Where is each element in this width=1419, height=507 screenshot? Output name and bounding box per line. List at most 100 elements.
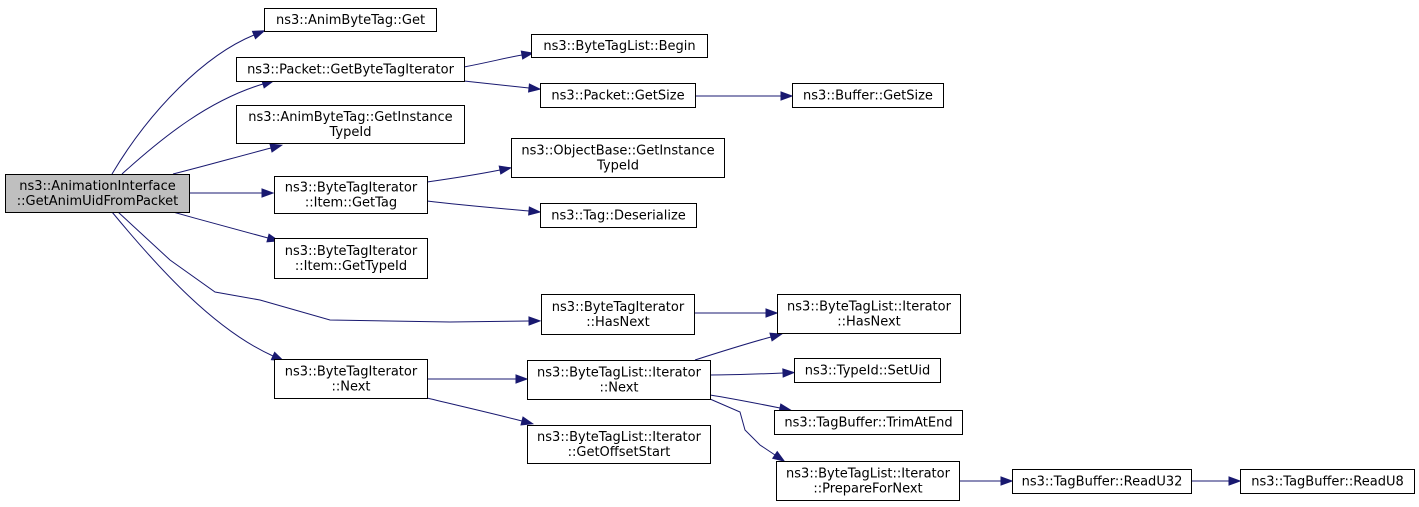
- node-bytetagiterator-item-gettypeid[interactable]: ns3::ByteTagIterator::Item::GetTypeId: [274, 238, 428, 279]
- node-bytetaglist-iterator-hasnext[interactable]: ns3::ByteTagList::Iterator::HasNext: [777, 294, 961, 334]
- node-box: [794, 358, 941, 383]
- edge-root-to-bytetagiterator-item-gettypeid: [172, 211, 281, 243]
- edge-tagbuffer-readu32-to-tagbuffer-readu8: [1191, 476, 1242, 486]
- node-bytetagiterator-hasnext[interactable]: ns3::ByteTagIterator::HasNext: [541, 294, 695, 335]
- edge-line: [172, 147, 272, 175]
- nodes-layer: ns3::AnimationInterface::GetAnimUidFromP…: [5, 8, 1415, 501]
- edge-root-to-bytetagiterator-item-gettag: [189, 188, 275, 198]
- node-label: ns3::ByteTagIterator: [285, 181, 418, 196]
- node-box: [236, 105, 465, 144]
- node-label: ::Next: [599, 381, 638, 396]
- node-label: ns3::Buffer::GetSize: [803, 89, 933, 104]
- node-box: [264, 8, 437, 32]
- edge-line: [426, 169, 501, 183]
- node-bytetaglist-iterator-getoffsetstart[interactable]: ns3::ByteTagList::Iterator::GetOffsetSta…: [527, 425, 711, 464]
- arrowhead-icon: [780, 91, 794, 101]
- node-label: ::HasNext: [837, 315, 901, 330]
- node-bytetaglist-begin[interactable]: ns3::ByteTagList::Begin: [531, 34, 708, 58]
- node-label: ns3::AnimationInterface: [19, 179, 176, 194]
- node-label: ns3::TagBuffer::ReadU32: [1022, 475, 1183, 490]
- edge-root-to-bytetagiterator-hasnext: [117, 211, 542, 326]
- node-box: [274, 359, 428, 399]
- node-box: [531, 34, 708, 58]
- node-box: [540, 203, 697, 228]
- edge-bytetagiterator-hasnext-to-bytetaglist-iterator-hasnext: [694, 308, 779, 318]
- node-bytetaglist-iterator-prepareforNext[interactable]: ns3::ByteTagList::Iterator::PrepareForNe…: [776, 461, 960, 501]
- node-bytetaglist-iterator-next[interactable]: ns3::ByteTagList::Iterator::Next: [527, 360, 711, 400]
- edges-layer: [111, 30, 1242, 486]
- node-label: ns3::ObjectBase::GetInstance: [521, 144, 714, 159]
- node-label: ::HasNext: [586, 315, 650, 330]
- node-box: [1240, 469, 1415, 494]
- node-label: ns3::TagBuffer::ReadU8: [1251, 475, 1404, 490]
- edge-line: [121, 83, 264, 175]
- node-packet-getbytetagiterator[interactable]: ns3::Packet::GetByteTagIterator: [236, 57, 465, 82]
- edge-bytetagiterator-item-gettag-to-objectbase-getinstancetypeid: [426, 165, 513, 183]
- node-box: [777, 294, 961, 334]
- node-packet-getsize[interactable]: ns3::Packet::GetSize: [540, 83, 696, 108]
- node-label: ns3::Packet::GetSize: [551, 89, 684, 104]
- arrowhead-icon: [269, 143, 284, 153]
- node-tagbuffer-readu32[interactable]: ns3::TagBuffer::ReadU32: [1012, 469, 1192, 494]
- node-tagbuffer-trimatend[interactable]: ns3::TagBuffer::TrimAtEnd: [774, 410, 963, 435]
- node-box: [527, 360, 711, 400]
- edge-bytetagiterator-next-to-bytetaglist-iterator-getoffsetstart: [426, 397, 535, 426]
- node-typeid-setuid[interactable]: ns3::TypeId::SetUid: [794, 358, 941, 383]
- arrowhead-icon: [261, 188, 275, 198]
- arrowhead-icon: [1228, 476, 1242, 486]
- node-buffer-getsize[interactable]: ns3::Buffer::GetSize: [792, 83, 944, 108]
- node-label: ns3::Tag::Deserialize: [551, 209, 686, 224]
- edge-line: [172, 211, 269, 239]
- node-box: [236, 57, 465, 82]
- node-tagbuffer-readu8[interactable]: ns3::TagBuffer::ReadU8: [1240, 469, 1415, 494]
- node-box: [1012, 469, 1192, 494]
- edge-line: [463, 54, 523, 68]
- arrowhead-icon: [528, 206, 542, 216]
- edge-bytetagiterator-item-gettag-to-tag-deserialize: [426, 200, 542, 216]
- node-box: [776, 461, 960, 501]
- arrowhead-icon: [782, 368, 796, 378]
- node-label: ns3::ByteTagIterator: [285, 244, 418, 259]
- node-label: ::Item::GetTypeId: [295, 259, 407, 274]
- edge-line: [111, 211, 274, 357]
- edge-bytetagiterator-next-to-bytetaglist-iterator-next: [426, 374, 529, 384]
- edge-packet-getbytetagiterator-to-packet-getsize: [463, 80, 542, 93]
- edge-line: [111, 34, 255, 175]
- arrowhead-icon: [498, 165, 513, 175]
- node-animbytetag-get[interactable]: ns3::AnimByteTag::Get: [264, 8, 437, 32]
- node-label: ::Item::GetTag: [305, 196, 397, 211]
- node-label: TypeId: [329, 125, 372, 140]
- arrowhead-icon: [1000, 476, 1014, 486]
- node-root[interactable]: ns3::AnimationInterface::GetAnimUidFromP…: [5, 174, 190, 213]
- node-bytetagiterator-next[interactable]: ns3::ByteTagIterator::Next: [274, 359, 428, 399]
- node-bytetagiterator-item-gettag[interactable]: ns3::ByteTagIterator::Item::GetTag: [274, 176, 428, 214]
- edge-line: [463, 80, 530, 89]
- arrowhead-icon: [765, 308, 779, 318]
- node-box: [274, 238, 428, 279]
- edge-bytetaglist-iterator-next-to-typeid-setuid: [709, 368, 796, 378]
- edge-line: [709, 372, 784, 376]
- node-box: [511, 138, 725, 178]
- node-tag-deserialize[interactable]: ns3::Tag::Deserialize: [540, 203, 697, 228]
- edge-packet-getbytetagiterator-to-bytetaglist-begin: [463, 50, 535, 68]
- edge-root-to-animbytetag-getinstancetypeid: [172, 143, 284, 175]
- arrowhead-icon: [520, 416, 535, 426]
- node-label: ns3::ByteTagList::Iterator: [787, 300, 952, 315]
- edge-line: [426, 200, 530, 212]
- node-label: ns3::ByteTagList::Iterator: [537, 430, 702, 445]
- node-label: ::PrepareForNext: [813, 482, 922, 497]
- arrowhead-icon: [515, 374, 529, 384]
- arrowhead-icon: [251, 30, 266, 40]
- edge-bytetaglist-iterator-next-to-bytetaglist-iterator-prepareforNext: [709, 398, 786, 462]
- node-label: ::Next: [331, 380, 370, 395]
- node-box: [274, 176, 428, 214]
- edge-line: [709, 394, 781, 409]
- node-label: ::GetAnimUidFromPacket: [17, 194, 178, 209]
- node-label: ns3::ByteTagIterator: [552, 300, 685, 315]
- node-box: [5, 174, 190, 213]
- edge-root-to-bytetagiterator-next: [111, 211, 285, 362]
- edge-bytetaglist-iterator-next-to-tagbuffer-trimatend: [709, 394, 793, 413]
